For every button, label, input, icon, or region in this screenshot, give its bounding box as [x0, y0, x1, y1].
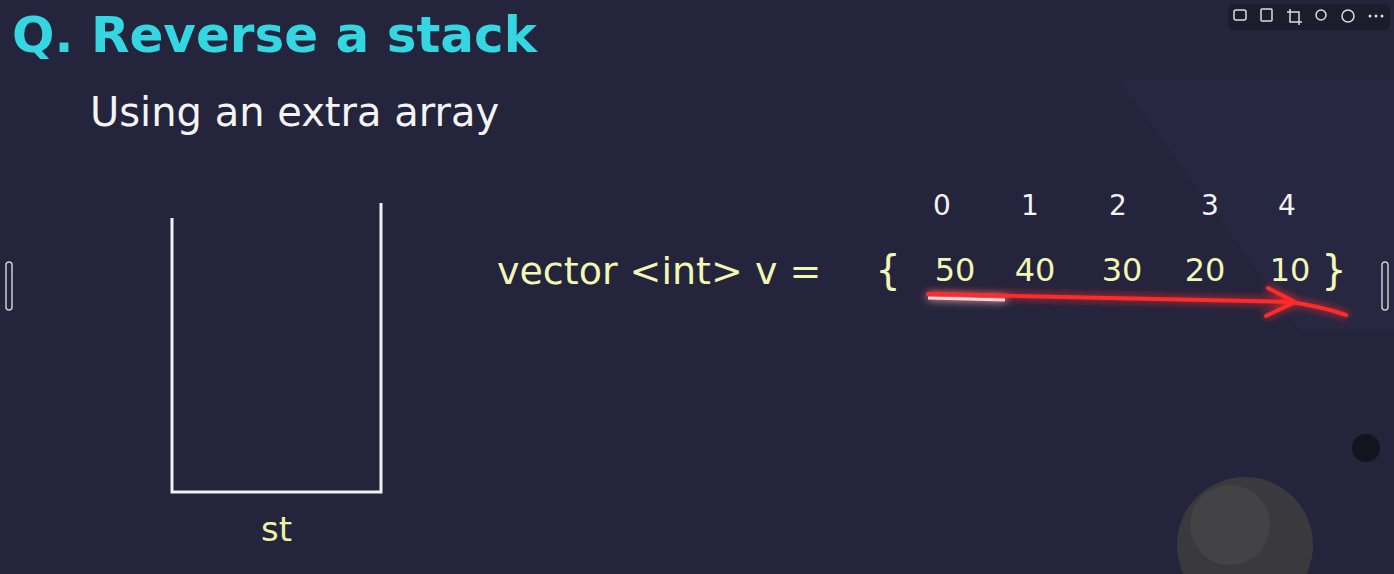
- array-value: 50: [935, 254, 976, 286]
- side-handle: [1382, 262, 1388, 310]
- magic-icon: [1352, 434, 1380, 462]
- code-text: vector <int> v =: [497, 252, 821, 290]
- stack-label: st: [261, 512, 292, 546]
- side-handle: [6, 262, 12, 310]
- array-value: 10: [1270, 254, 1311, 286]
- subtitle: Using an extra array: [90, 92, 499, 132]
- array-value: 20: [1185, 254, 1226, 286]
- stack-outline: [172, 203, 381, 492]
- title: Q. Reverse a stack: [12, 10, 537, 60]
- index-number: 3: [1201, 192, 1219, 220]
- brace: {: [875, 250, 900, 290]
- toolbar: [1228, 4, 1390, 30]
- index-number: 1: [1021, 192, 1039, 220]
- array-value: 40: [1015, 254, 1056, 286]
- presenter-silhouette: [1177, 477, 1313, 574]
- index-number: 4: [1278, 192, 1296, 220]
- array-value: 30: [1102, 254, 1143, 286]
- presenter-silhouette: [1190, 485, 1270, 565]
- brace: }: [1321, 250, 1346, 290]
- red-arrow: [928, 288, 1346, 316]
- index-number: 2: [1109, 192, 1127, 220]
- index-number: 0: [933, 192, 951, 220]
- stack-outline: [160, 196, 394, 560]
- watermark-shape: [1120, 80, 1394, 330]
- stack-container: st: [160, 196, 394, 560]
